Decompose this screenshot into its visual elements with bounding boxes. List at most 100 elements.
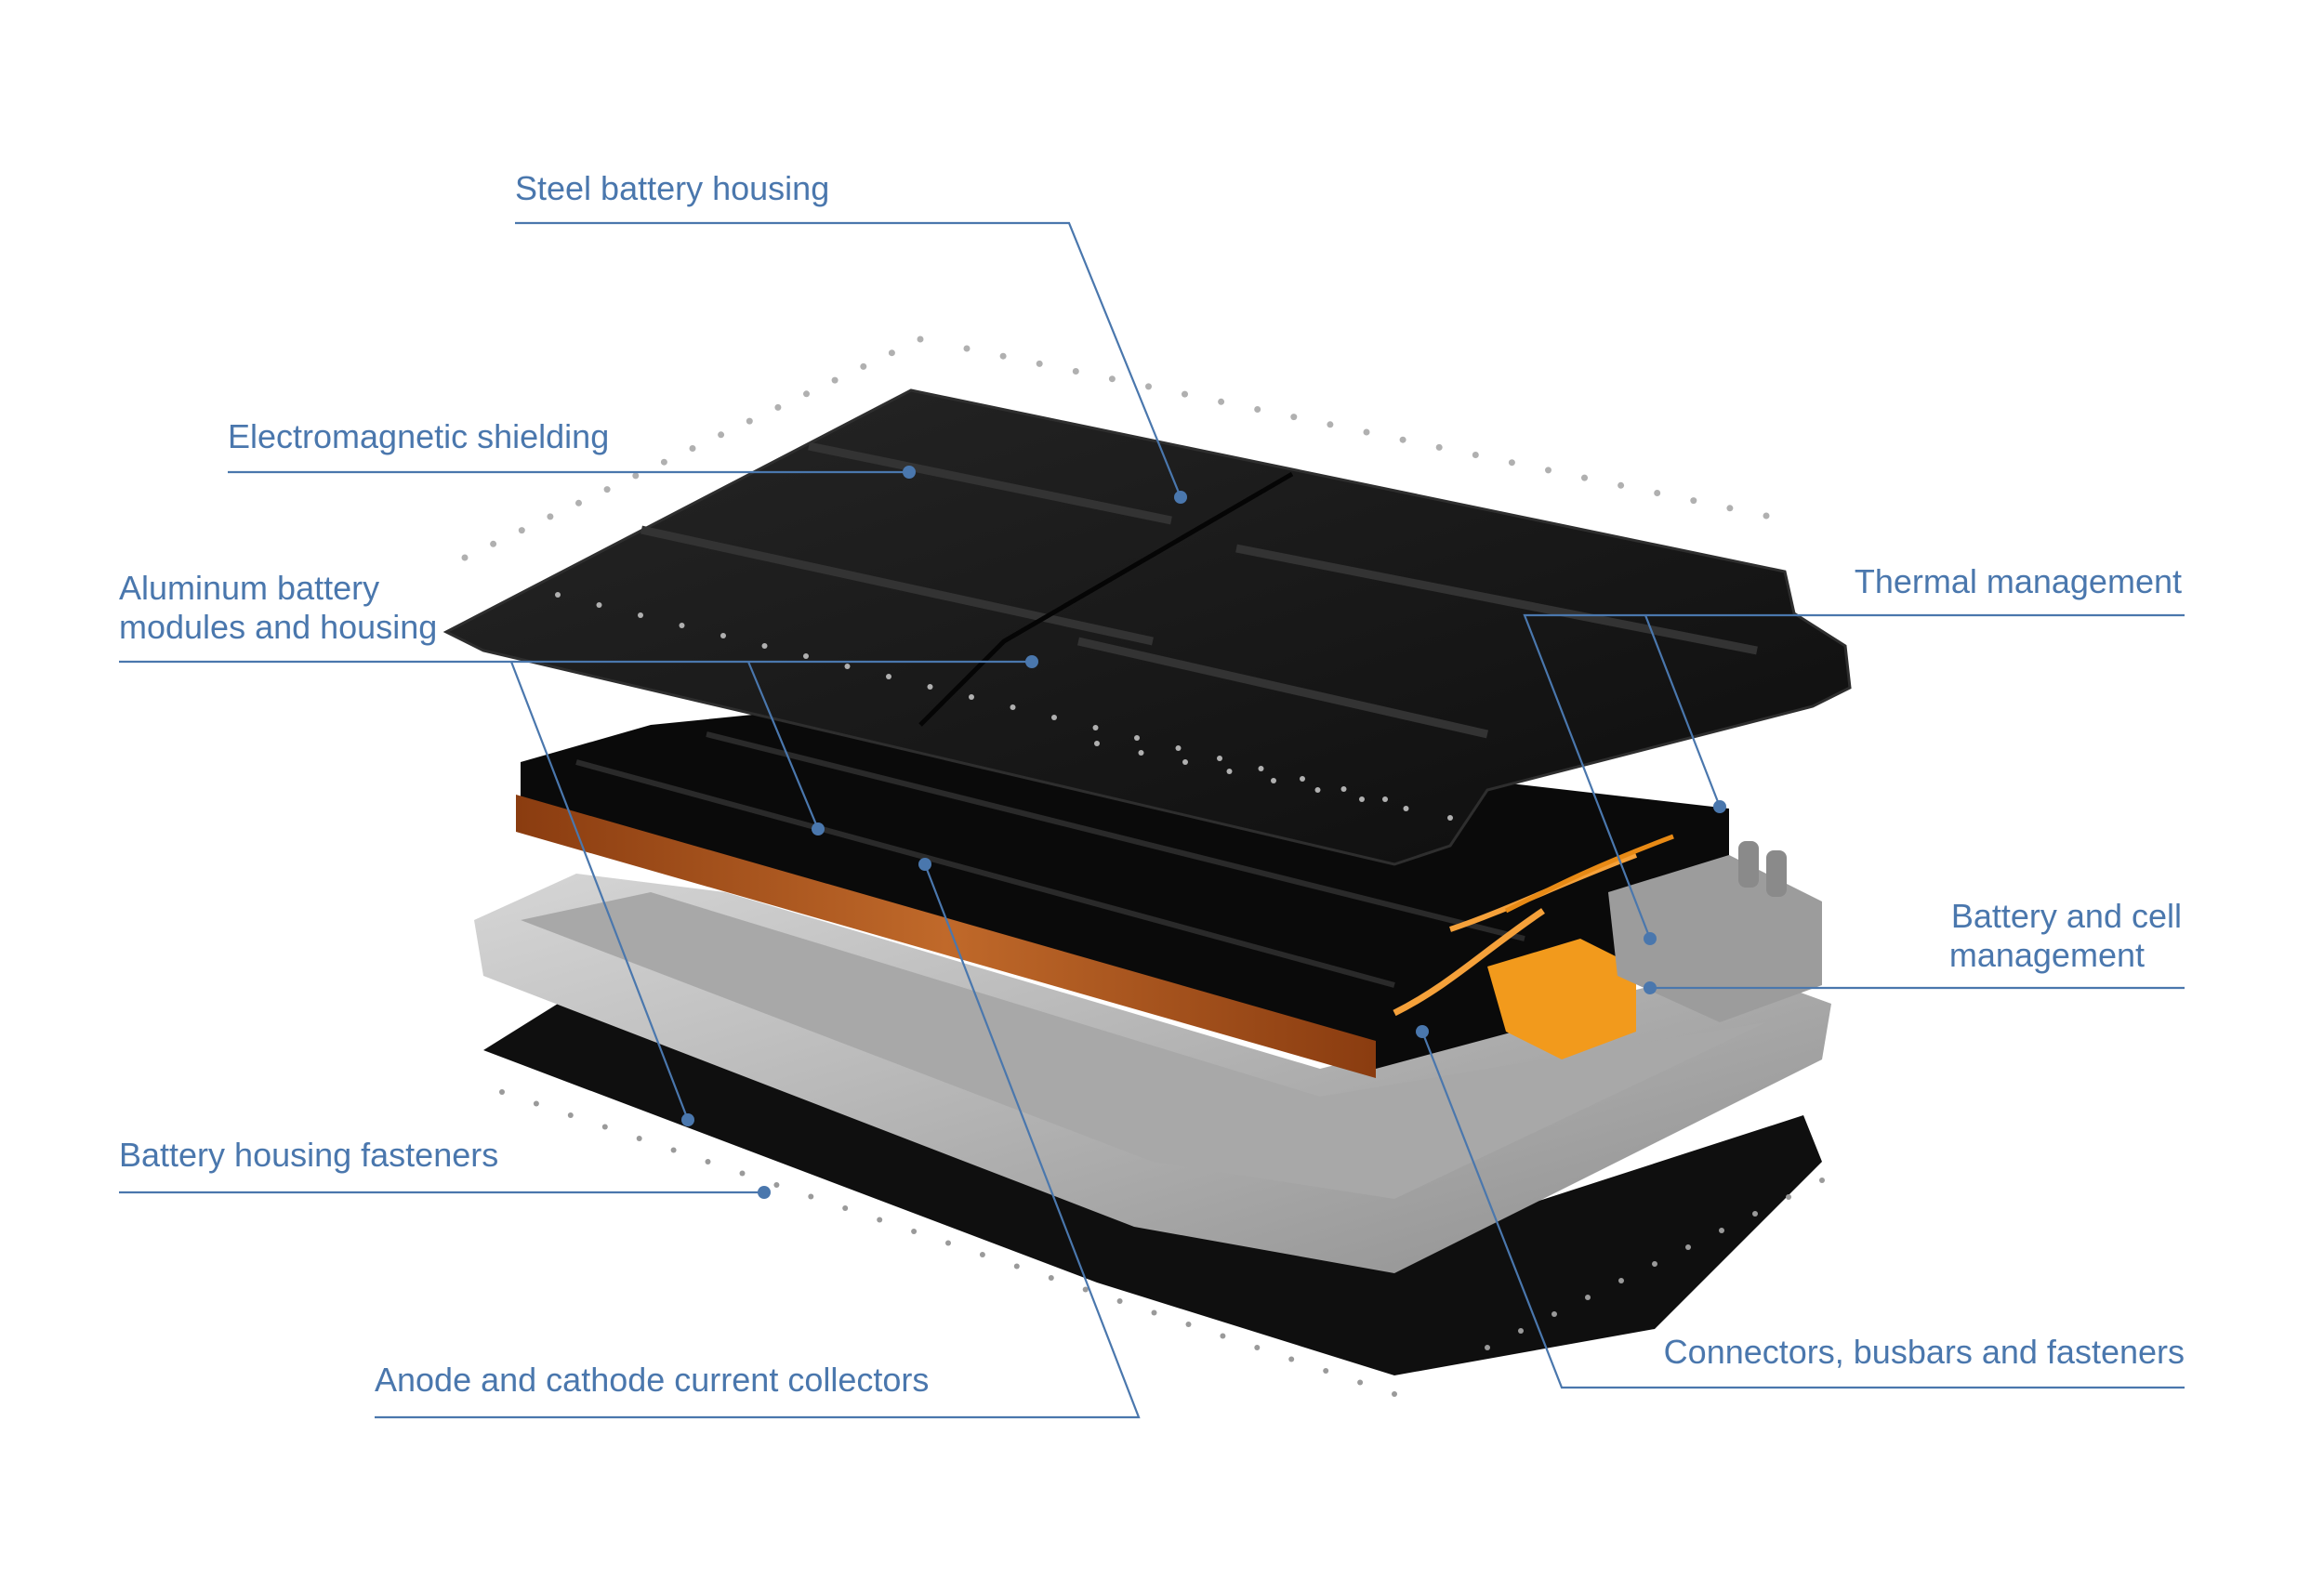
fastener-dot: [969, 694, 974, 700]
fastener-dot: [877, 1217, 883, 1223]
lid-rib: [808, 441, 1172, 525]
fastener-dot: [1581, 474, 1588, 481]
fastener-dot: [1726, 505, 1734, 512]
fastener-dot: [1652, 1261, 1657, 1267]
fastener-dot: [842, 1205, 849, 1211]
fastener-dot: [1323, 1368, 1329, 1374]
fastener-dot: [1618, 481, 1625, 489]
fastener-dot: [963, 345, 971, 352]
fastener-dot: [1485, 1345, 1490, 1350]
fastener-dot: [1082, 1286, 1089, 1293]
lid-seam: [918, 471, 1294, 727]
lid-fasteners: [461, 336, 1770, 821]
fastener-dot: [739, 1170, 746, 1177]
fastener-dot: [1182, 390, 1188, 398]
fastener-dot: [1472, 452, 1479, 458]
fastener-dot: [660, 458, 667, 466]
fastener-dot: [596, 602, 602, 608]
fastener-dot: [1403, 806, 1409, 811]
fastener-dot: [1072, 368, 1079, 375]
fastener-dot: [632, 472, 640, 480]
fastener-dot: [603, 486, 611, 493]
fastener-dot: [1290, 414, 1298, 421]
label-bms-line2: management: [1949, 936, 2145, 974]
fastener-dot: [555, 592, 561, 598]
fastener-dot: [1618, 1278, 1624, 1283]
fastener-dot: [917, 336, 924, 343]
fastener-dot: [1271, 778, 1276, 783]
callout-thermal-management: Thermal management: [1523, 562, 2185, 945]
fastener-dot: [1226, 769, 1233, 774]
fastener-dot: [518, 527, 525, 534]
bottom-fasteners: [499, 1089, 1825, 1397]
label-connectors: Connectors, busbars and fasteners: [1664, 1333, 2185, 1371]
fastener-dot: [461, 554, 469, 561]
fastener-dot: [718, 431, 725, 439]
fastener-dot: [1010, 704, 1016, 710]
fastener-dot: [761, 643, 768, 649]
fastener-dot: [1585, 1295, 1591, 1300]
connector-post: [1738, 841, 1759, 888]
fastener-dot: [1314, 787, 1321, 793]
callout-housing-fasteners: Battery housing fasteners: [119, 1136, 771, 1199]
fastener-dot: [490, 540, 497, 547]
fastener-dot: [1340, 786, 1347, 792]
fastener-dot: [979, 1252, 985, 1257]
fastener-dot: [860, 362, 867, 370]
connector-post: [1766, 850, 1787, 897]
fastener-dot: [1518, 1328, 1524, 1334]
label-steel-housing: Steel battery housing: [515, 169, 829, 207]
fastener-dot: [601, 1124, 608, 1130]
module-stripe: [575, 759, 1395, 988]
fastener-dot: [1819, 1178, 1825, 1183]
fastener-dot: [689, 445, 696, 452]
fastener-dot: [1036, 360, 1043, 367]
fastener-dot: [1435, 443, 1443, 451]
fastener-dot: [1786, 1194, 1791, 1200]
lid-rib: [640, 525, 1154, 646]
fastener-dot: [1258, 766, 1264, 771]
label-bms-line1: Battery and cell: [1951, 897, 2182, 935]
fastener-dot: [1363, 428, 1370, 436]
fastener-dot: [1288, 1356, 1295, 1362]
module-stripe: [706, 731, 1525, 941]
fastener-dot: [1392, 1391, 1397, 1397]
fastener-dot: [746, 417, 753, 425]
fastener-dot: [1094, 741, 1100, 746]
callout-battery-management: Battery and cell management: [1644, 897, 2185, 994]
fastener-dot: [1508, 459, 1515, 467]
fastener-dot: [1359, 796, 1365, 802]
fastener-dot: [1013, 1263, 1020, 1270]
fastener-dot: [773, 1182, 780, 1188]
fastener-dot: [1327, 421, 1334, 428]
fastener-dot: [945, 1240, 951, 1246]
fastener-dot: [1138, 750, 1144, 756]
fastener-dot: [1051, 715, 1057, 720]
fastener-dot: [1654, 490, 1661, 496]
connector-block: [1608, 855, 1822, 1022]
fastener-dot: [1218, 398, 1225, 405]
fastener-dot: [1752, 1211, 1758, 1217]
label-housing-fasteners: Battery housing fasteners: [119, 1136, 498, 1174]
fastener-dot: [927, 684, 933, 690]
fastener-dot: [679, 623, 685, 628]
fastener-dot: [844, 664, 851, 669]
fastener-dot: [1357, 1379, 1364, 1386]
fastener-dot: [1185, 1322, 1192, 1327]
fastener-dot: [886, 674, 891, 679]
current-collector-strip: [516, 795, 1376, 1078]
fastener-dot: [1134, 735, 1140, 741]
fastener-dot: [999, 352, 1007, 360]
lid-rib: [1235, 544, 1758, 655]
fastener-dot: [1254, 406, 1261, 413]
fastener-dot: [1151, 1309, 1157, 1316]
fastener-dot: [1382, 796, 1388, 802]
callout-connectors: Connectors, busbars and fasteners: [1416, 1025, 2185, 1389]
fastener-dot: [1447, 815, 1453, 821]
callout-em-shielding: Electromagnetic shielding: [228, 417, 916, 479]
fastener-dot: [1300, 776, 1305, 782]
fastener-dot: [808, 1193, 814, 1200]
fastener-dot: [1116, 1298, 1123, 1304]
label-aluminum-line2: modules and housing: [119, 608, 437, 646]
fastener-dot: [774, 403, 782, 411]
